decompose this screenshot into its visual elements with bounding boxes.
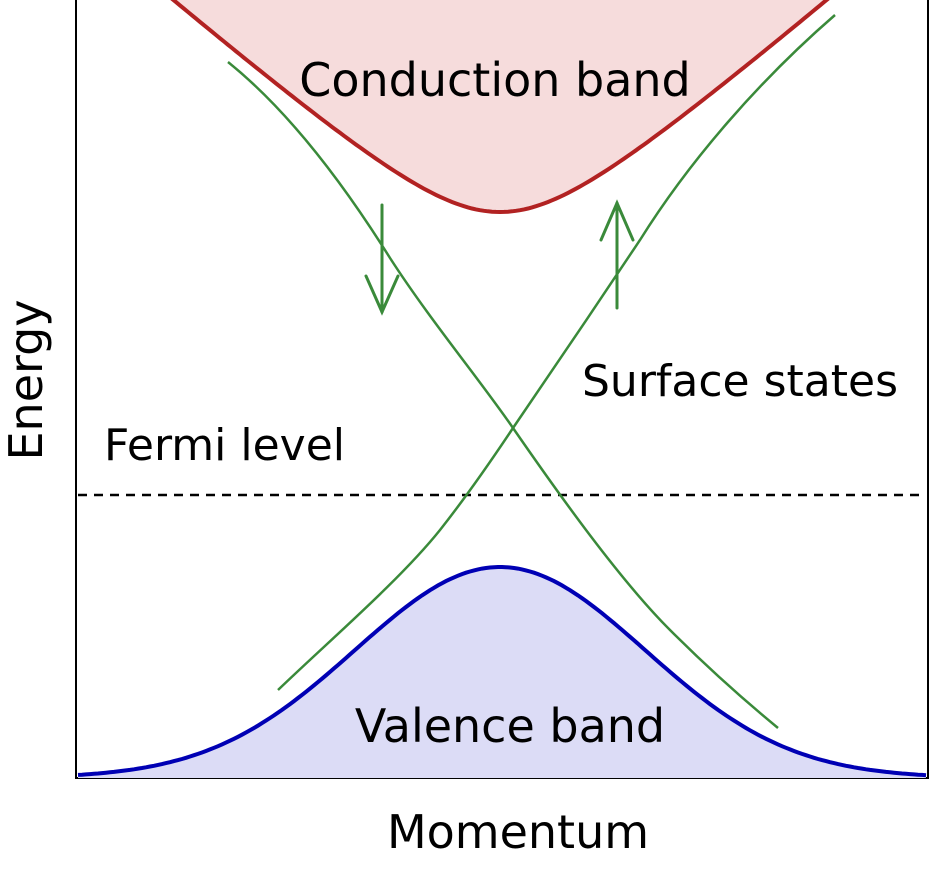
y-axis-label: Energy: [0, 299, 53, 460]
conduction-band-edge: [170, 0, 830, 215]
x-axis-label: Momentum: [387, 805, 649, 859]
valence-band-region: [78, 567, 926, 778]
valence-band-edge: [77, 565, 927, 778]
surface-state-up-branch: [277, 14, 836, 691]
valence-band-label: Valence band: [355, 699, 665, 753]
surface-states-label: Surface states: [582, 356, 898, 407]
spin-up-arrow: [599, 199, 635, 310]
conduction-band-label: Conduction band: [299, 53, 691, 107]
fermi-level-label: Fermi level: [104, 420, 345, 471]
spin-down-arrow: [364, 203, 400, 316]
conduction-band-region: [173, 0, 827, 212]
